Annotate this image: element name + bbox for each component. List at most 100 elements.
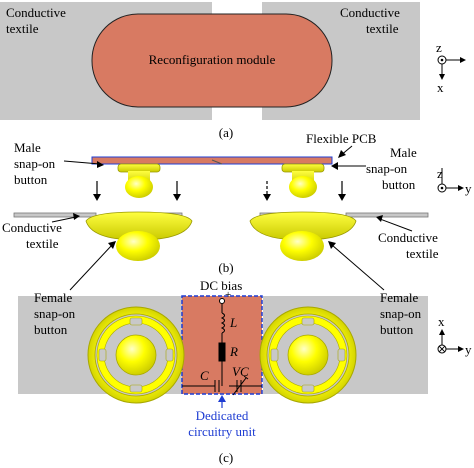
female-socket-left (115, 334, 157, 376)
axis-arrowhead-down-a (439, 74, 445, 80)
axis-triad-a: z x (436, 40, 466, 95)
textile-label-left-a-2: textile (6, 21, 39, 36)
female-pointer-right (331, 244, 385, 291)
varactor-label: VC (232, 364, 249, 379)
textile-label-right-a-1: Conductive (340, 5, 400, 20)
axis-z-label-a: z (436, 40, 442, 55)
male-button-right (281, 163, 325, 198)
female-button-left-side (85, 211, 193, 261)
female-button-right-side (249, 211, 357, 261)
textile-label-left-a-1: Conductive (6, 5, 66, 20)
male-head-left (125, 176, 153, 198)
plus-sign: + (225, 289, 231, 301)
bias-circuit (182, 298, 262, 396)
male-label-right-2: snap-on (366, 161, 408, 176)
female-label-right-3: button (380, 322, 414, 337)
female-slot-right-top (301, 317, 315, 326)
male-pointer-left-head (97, 161, 104, 168)
female-label-left-2: snap-on (34, 306, 76, 321)
male-cap-right (281, 163, 325, 173)
male-label-left-2: snap-on (14, 156, 56, 171)
textile-pointer-left-b (51, 216, 77, 223)
female-label-left-3: button (34, 322, 68, 337)
caption-c: (c) (219, 450, 233, 465)
axis-z-label-b: z (437, 166, 443, 181)
male-label-right-3: button (382, 177, 416, 192)
module-label: Reconfiguration module (149, 52, 276, 67)
axis-cross-2-c (438, 345, 446, 353)
inductor-label: L (229, 315, 237, 330)
dc-bias-label: DC bias (200, 278, 242, 293)
down-arrow-1-head (93, 194, 101, 201)
unit-label-2: circuitry unit (188, 424, 256, 439)
female-pointer-left (69, 244, 113, 291)
varactor-arrow-bar (243, 375, 249, 380)
axis-arrowhead-right-a (460, 57, 466, 63)
male-cap-left (117, 163, 161, 173)
textile-pointer-right-b-head (376, 215, 383, 222)
axis-origin-center-a (440, 58, 444, 62)
female-slot-right-left (270, 348, 279, 362)
female-slot-right-right (337, 348, 346, 362)
axis-origin-center-b (440, 186, 444, 190)
textile-strip-left-b (13, 212, 97, 218)
pcb-gap-mark (211, 159, 223, 165)
female-button-right-top (259, 306, 357, 404)
female-button-left-top (87, 306, 185, 404)
axis-arrowhead-right-c (458, 346, 464, 352)
caption-a: (a) (219, 125, 233, 140)
resistor-label: R (229, 344, 238, 359)
textile-strip-right-b (345, 212, 429, 218)
dc-bias-terminal (219, 298, 225, 304)
female-pointer-right-head (328, 241, 336, 249)
female-slot-left-right (165, 348, 174, 362)
textile-pointer-left-b-head (73, 213, 80, 220)
male-pointer-left (63, 160, 101, 165)
male-label-left-3: button (14, 172, 48, 187)
varactor-arrow (232, 377, 247, 396)
down-arrow-4-head (338, 194, 346, 201)
female-slot-left-top (129, 317, 143, 326)
female-pointer-left-head (108, 241, 116, 249)
female-slot-left-left (98, 348, 107, 362)
female-socket-right (287, 334, 329, 376)
textile-label-right-a-2: textile (366, 21, 399, 36)
resistor-body (218, 342, 226, 362)
panel-b: Flexible PCB Male snap-on button Male sn… (2, 131, 472, 275)
axis-x-label-c: x (438, 314, 445, 329)
panel-a: Conductive textile Conductive textile Re… (0, 2, 466, 140)
female-dome-left-side (116, 231, 160, 261)
axis-y-label-b: y (465, 181, 472, 196)
textile-label-left-b-2: textile (26, 236, 59, 251)
panel-c: + DC bias L R C VC Dedicated circuitry u… (18, 241, 472, 465)
female-slot-left-bottom (129, 384, 143, 393)
unit-label-1: Dedicated (196, 408, 249, 423)
axis-triad-b: z y (437, 166, 472, 196)
female-label-right-1: Female (380, 290, 418, 305)
inductor-coil (220, 312, 225, 334)
assembly-arrows (93, 181, 346, 201)
male-label-right-1: Male (390, 145, 417, 160)
female-dome-right-side (280, 231, 324, 261)
textile-label-left-b-1: Conductive (2, 220, 62, 235)
female-slot-right-bottom (301, 384, 315, 393)
caption-b: (b) (218, 260, 233, 275)
male-pointer-right-head (331, 162, 338, 170)
axis-y-label-c: y (465, 342, 472, 357)
textile-pointer-right-b (379, 218, 413, 232)
axis-arrowhead-right-b (458, 185, 464, 191)
axis-x-label-a: x (437, 80, 444, 95)
axis-triad-c: x y (437, 314, 472, 357)
down-arrow-3-head (263, 194, 271, 201)
female-label-left-1: Female (34, 290, 72, 305)
unit-pointer-head (218, 395, 226, 402)
pcb-pointer-head (338, 150, 346, 158)
textile-label-right-b-1: Conductive (378, 230, 438, 245)
axis-arrowhead-up-c (439, 329, 445, 335)
male-button-left (117, 163, 161, 198)
female-cap-left-side (85, 211, 193, 241)
male-head-right (289, 176, 317, 198)
down-arrow-2-head (173, 194, 181, 201)
textile-label-right-b-2: textile (406, 246, 439, 261)
pcb-label: Flexible PCB (306, 131, 377, 146)
